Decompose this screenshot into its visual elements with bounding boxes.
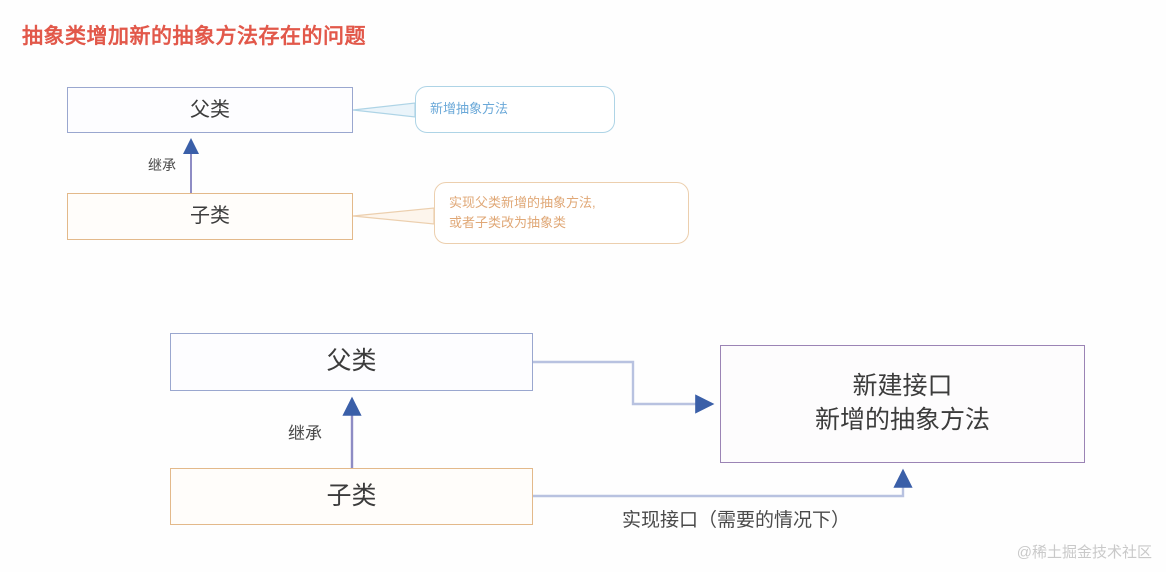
top-parent-class-label: 父类 <box>190 98 230 121</box>
bottom-parent-class-label: 父类 <box>326 347 377 376</box>
child-to-interface-connector <box>533 468 913 498</box>
top-child-callout-line1: 实现父类新增的抽象方法, <box>449 194 596 210</box>
watermark: @稀土掘金技术社区 <box>1016 544 1152 561</box>
top-parent-class-box[interactable]: 父类 <box>67 87 353 133</box>
top-child-callout[interactable]: 实现父类新增的抽象方法, 或者子类改为抽象类 <box>434 182 689 244</box>
bottom-child-class-label: 子类 <box>326 481 377 510</box>
bottom-child-class-box[interactable]: 子类 <box>170 468 533 525</box>
top-parent-callout-text: 新增抽象方法 <box>430 101 509 117</box>
top-inheritance-label: 继承 <box>148 157 176 173</box>
new-interface-line2: 新增的抽象方法 <box>814 406 990 434</box>
top-child-class-label: 子类 <box>190 205 230 227</box>
bottom-inheritance-label: 继承 <box>288 424 322 443</box>
top-parent-callout[interactable]: 新增抽象方法 <box>415 86 615 133</box>
new-interface-line1: 新建接口 <box>852 372 953 401</box>
top-child-callout-leader <box>352 207 435 225</box>
top-child-callout-line2: 或者子类改为抽象类 <box>449 215 567 230</box>
implement-interface-label: 实现接口（需要的情况下） <box>622 510 851 531</box>
new-interface-box[interactable]: 新建接口 新增的抽象方法 <box>720 345 1085 463</box>
parent-to-interface-connector <box>533 360 715 414</box>
bottom-parent-class-box[interactable]: 父类 <box>170 333 533 391</box>
top-child-class-box[interactable]: 子类 <box>67 193 353 240</box>
page-title: 抽象类增加新的抽象方法存在的问题 <box>22 25 366 48</box>
top-parent-callout-leader <box>352 102 416 118</box>
